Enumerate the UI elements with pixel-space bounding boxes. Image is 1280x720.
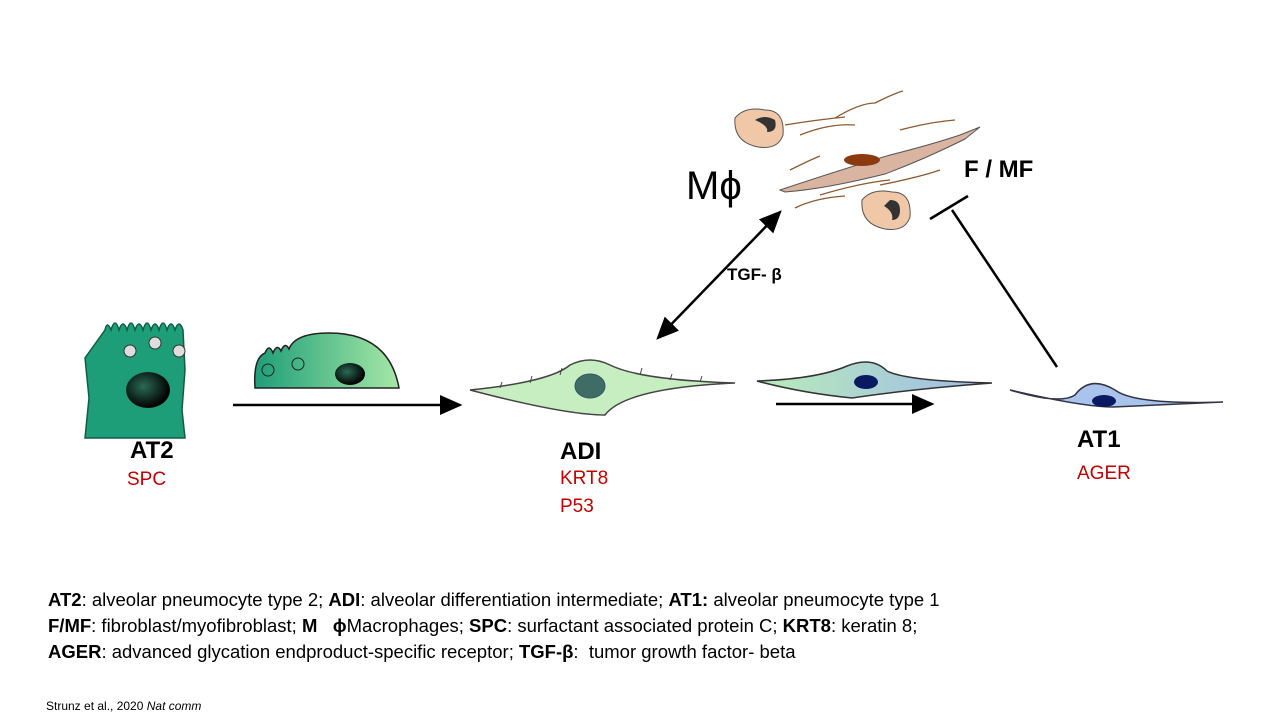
fibroblast-label: F / MF: [964, 156, 1034, 183]
legend-definition: Macrophages;: [346, 615, 470, 636]
legend-definition: : advanced glycation endproduct-specific…: [101, 641, 519, 662]
legend-term: AT2: [48, 589, 82, 610]
legend-term: TGF-β: [518, 641, 574, 662]
legend-definition: : tumor growth factor- beta: [573, 641, 796, 662]
legend-definition: : keratin 8;: [830, 615, 918, 636]
legend-term: SPC: [469, 615, 508, 636]
legend-definition: : surfactant associated protein C;: [507, 615, 783, 636]
at1-marker-ager: AGER: [1077, 463, 1131, 484]
inhibition-line: [950, 209, 1059, 368]
legend-line-2: F/MF: fibroblast/myofibroblast; M ϕMacro…: [48, 615, 917, 637]
legend-term: ADI: [328, 589, 361, 610]
adi-label: ADI: [560, 438, 602, 465]
macrophage-label: Mϕ: [686, 164, 742, 208]
legend-line-1: AT2: alveolar pneumocyte type 2; ADI: al…: [48, 589, 940, 611]
at1-cell: [1009, 382, 1224, 408]
tgf-beta-label: TGF- β: [727, 265, 782, 284]
adi-marker-krt8: KRT8: [560, 468, 609, 489]
at2-marker-spc: SPC: [127, 469, 167, 490]
legend-definition: alveolar pneumocyte type 1: [708, 589, 940, 610]
legend-line-3: AGER: advanced glycation endproduct-spec…: [48, 641, 796, 663]
at2-cell: [84, 322, 186, 439]
citation-authors: Strunz et al., 2020: [46, 699, 144, 713]
adi-marker-p53: P53: [560, 496, 594, 517]
transitional-cell-2: [756, 361, 993, 399]
at2-label: AT2: [130, 437, 174, 464]
tgf-beta-arrow: [656, 210, 782, 340]
citation-journal: Nat comm: [146, 699, 202, 713]
adi-cell: [469, 359, 736, 416]
legend-definition: : alveolar pneumocyte type 2;: [81, 589, 329, 610]
legend-definition: : alveolar differentiation intermediate;: [360, 589, 669, 610]
legend-term: AT1:: [668, 589, 709, 610]
legend-term: KRT8: [782, 615, 831, 636]
legend-term: M ϕ: [301, 615, 347, 636]
transitional-cell: [253, 332, 400, 389]
legend-term: AGER: [48, 641, 102, 662]
at1-label: AT1: [1077, 426, 1121, 453]
fibroblast-niche: [734, 90, 981, 230]
citation: Strunz et al., 2020 Nat comm: [46, 699, 201, 713]
legend-definition: : fibroblast/myofibroblast;: [91, 615, 302, 636]
legend-term: F/MF: [48, 615, 92, 636]
